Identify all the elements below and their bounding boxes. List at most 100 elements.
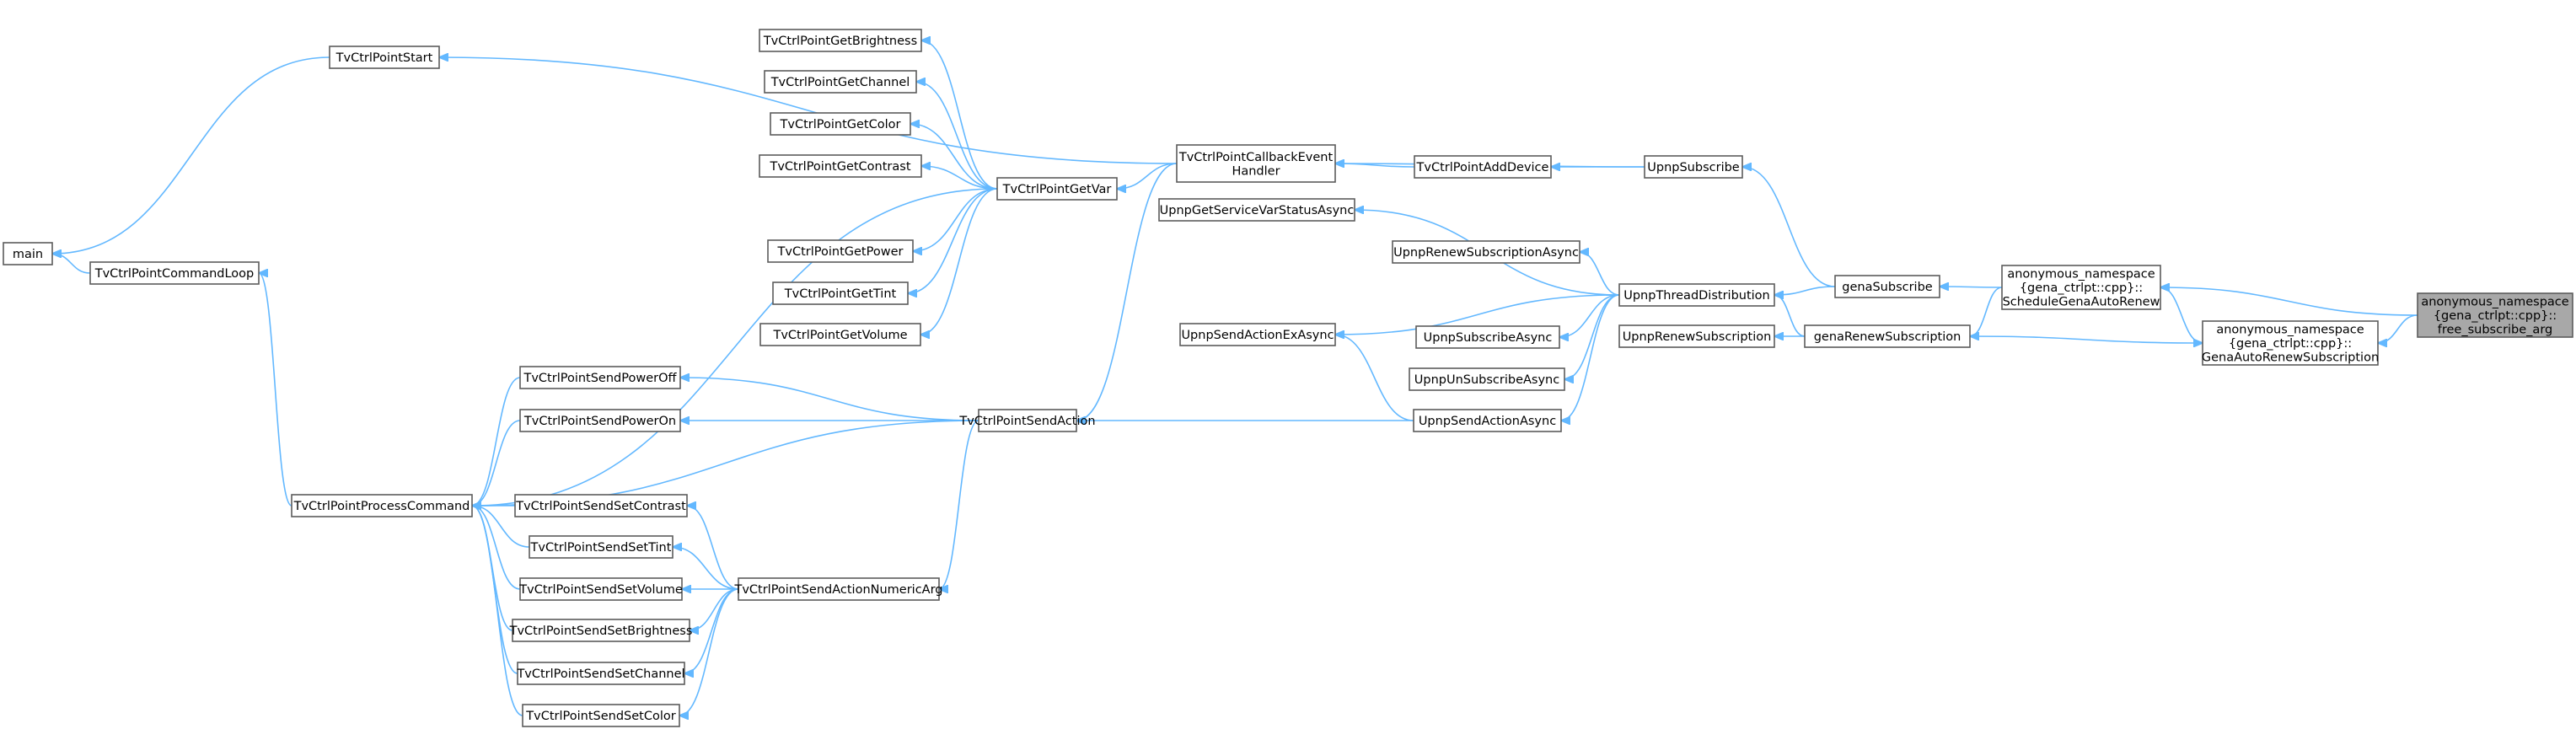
node-box <box>978 409 1077 432</box>
node-box <box>1409 367 1565 391</box>
graph-node-getsvar[interactable]: UpnpGetServiceVarStatusAsync <box>1158 198 1355 222</box>
graph-node-schedule[interactable]: anonymous_namespace{gena_ctrlpt::cpp}::S… <box>2001 265 2161 310</box>
node-box <box>291 494 473 517</box>
edge-getcontrast-to-getvar <box>921 166 998 190</box>
node-label: TvCtrlPointStart <box>335 51 433 65</box>
node-box <box>764 70 917 94</box>
graph-node-subasync[interactable]: UpnpSubscribeAsync <box>1415 325 1560 349</box>
graph-node-upnpsub[interactable]: UpnpSubscribe <box>1644 155 1743 179</box>
node-label: UpnpUnSubscribeAsync <box>1414 373 1559 387</box>
graph-node-getbright[interactable]: TvCtrlPointGetBrightness <box>759 29 922 52</box>
edge-sendactasync-to-threaddist <box>1561 294 1620 421</box>
edge-sendaction-to-callback <box>1076 163 1178 421</box>
graph-node-getcolor[interactable]: TvCtrlPointGetColor <box>770 112 911 136</box>
node-box <box>3 242 53 265</box>
edge-process-to-setvolume <box>472 506 521 590</box>
node-label: main <box>13 248 43 261</box>
graph-node-renewasync[interactable]: UpnpRenewSubscriptionAsync <box>1392 240 1580 264</box>
graph-node-getcontrast[interactable]: TvCtrlPointGetContrast <box>759 154 922 178</box>
edge-unsubasync-to-threaddist <box>1564 294 1620 379</box>
node-label: UpnpSubscribe <box>1647 161 1740 174</box>
node-label: TvCtrlPointSendSetBrightness <box>509 624 693 638</box>
node-label: genaRenewSubscription <box>1814 330 1962 344</box>
node-label: TvCtrlPointSendSetVolume <box>518 583 683 597</box>
node-box <box>1179 323 1336 346</box>
node-box <box>519 409 681 432</box>
node-label: {gena_ctrlpt::cpp}:: <box>2229 337 2352 351</box>
graph-node-genasub[interactable]: genaSubscribe <box>1834 275 1940 298</box>
node-label: ScheduleGenaAutoRenew <box>2003 296 2160 309</box>
node-box <box>759 29 922 52</box>
edge-subasync-to-threaddist <box>1559 294 1620 337</box>
graph-node-renewsub[interactable]: UpnpRenewSubscription <box>1618 324 1775 348</box>
graph-node-getpower[interactable]: TvCtrlPointGetPower <box>767 239 914 263</box>
edge-getpower-to-getvar <box>913 188 998 251</box>
edge-process-to-sendaction <box>472 420 979 506</box>
node-label: UpnpRenewSubscription <box>1623 330 1772 344</box>
node-label: TvCtrlPointGetBrightness <box>763 35 917 48</box>
node-label: UpnpThreadDistribution <box>1623 289 1770 303</box>
edge-setcontrast-to-numarg <box>687 506 739 590</box>
node-box <box>519 577 683 601</box>
graph-node-sendactasync[interactable]: UpnpSendActionAsync <box>1413 409 1562 432</box>
graph-node-sendaction[interactable]: TvCtrlPointSendAction <box>958 409 1096 432</box>
edge-setcolor-to-numarg <box>679 588 739 716</box>
node-label: {gena_ctrlpt::cpp}:: <box>2020 281 2143 295</box>
graph-node-numarg[interactable]: TvCtrlPointSendActionNumericArg <box>733 577 943 601</box>
graph-node-poweron[interactable]: TvCtrlPointSendPowerOn <box>519 409 681 432</box>
edge-main-to-start <box>52 56 330 254</box>
node-label: TvCtrlPointSendActionNumericArg <box>733 583 942 597</box>
graph-node-sendactex[interactable]: UpnpSendActionExAsync <box>1179 323 1336 346</box>
node-label: TvCtrlPointSendSetTint <box>530 541 672 555</box>
graph-node-getchannel[interactable]: TvCtrlPointGetChannel <box>764 70 917 94</box>
node-label: UpnpSendActionAsync <box>1419 415 1556 428</box>
node-box <box>767 239 914 263</box>
graph-node-settint[interactable]: TvCtrlPointSendSetTint <box>529 535 674 559</box>
graph-node-setbright[interactable]: TvCtrlPointSendSetBrightness <box>509 619 693 642</box>
graph-node-process[interactable]: TvCtrlPointProcessCommand <box>291 494 473 517</box>
node-box <box>1804 324 1971 348</box>
graph-node-start[interactable]: TvCtrlPointStart <box>329 46 440 69</box>
graph-node-threaddist[interactable]: UpnpThreadDistribution <box>1618 283 1775 307</box>
graph-node-root[interactable]: anonymous_namespace{gena_ctrlpt::cpp}::f… <box>2417 292 2573 338</box>
node-label: free_subscribe_arg <box>2438 324 2552 337</box>
edge-threaddist-to-genasub <box>1774 286 1836 295</box>
graph-node-setchannel[interactable]: TvCtrlPointSendSetChannel <box>516 662 685 685</box>
edge-renewasync-to-threaddist <box>1580 252 1620 296</box>
graph-node-main[interactable]: main <box>3 242 53 265</box>
graph-node-setcolor[interactable]: TvCtrlPointSendSetColor <box>522 704 680 727</box>
graph-node-getvolume[interactable]: TvCtrlPointGetVolume <box>759 323 921 346</box>
edge-autorenew-to-genarenew <box>1969 335 2203 343</box>
edge-sendactex-to-sendactasync <box>1335 335 1414 421</box>
edge-getvar-to-callback <box>1117 163 1178 189</box>
node-label: TvCtrlPointGetVar <box>1002 183 1112 196</box>
node-label: TvCtrlPointGetVolume <box>772 329 907 342</box>
graph-node-gettint[interactable]: TvCtrlPointGetTint <box>772 281 909 305</box>
graph-node-unsubasync[interactable]: UpnpUnSubscribeAsync <box>1409 367 1565 391</box>
graph-node-cmdloop[interactable]: TvCtrlPointCommandLoop <box>89 261 260 285</box>
edge-callback-to-adddevice <box>1335 163 1415 167</box>
graph-node-genarenew[interactable]: genaRenewSubscription <box>1804 324 1971 348</box>
graph-node-autorenew[interactable]: anonymous_namespace{gena_ctrlpt::cpp}::G… <box>2202 320 2379 366</box>
node-box <box>738 577 940 601</box>
node-box <box>519 366 681 389</box>
node-box <box>522 704 680 727</box>
edge-schedule-to-root <box>2160 287 2418 316</box>
graph-node-poweroff[interactable]: TvCtrlPointSendPowerOff <box>519 366 681 389</box>
node-box <box>529 535 674 559</box>
edge-cmdloop-to-process <box>259 273 292 507</box>
edge-settint-to-numarg <box>673 547 739 590</box>
node-label: UpnpSubscribeAsync <box>1424 331 1553 345</box>
node-label: UpnpRenewSubscriptionAsync <box>1393 246 1579 260</box>
node-box <box>89 261 260 285</box>
node-label: anonymous_namespace <box>2007 268 2155 281</box>
graph-node-setvolume[interactable]: TvCtrlPointSendSetVolume <box>518 577 683 601</box>
node-label: TvCtrlPointSendSetColor <box>525 710 675 723</box>
graph-node-setcontrast[interactable]: TvCtrlPointSendSetContrast <box>514 494 688 517</box>
node-label: TvCtrlPointGetColor <box>780 118 901 131</box>
graph-node-getvar[interactable]: TvCtrlPointGetVar <box>996 177 1118 201</box>
graph-node-adddevice[interactable]: TvCtrlPointAddDevice <box>1414 155 1552 179</box>
node-label: TvCtrlPointGetTint <box>784 287 897 301</box>
